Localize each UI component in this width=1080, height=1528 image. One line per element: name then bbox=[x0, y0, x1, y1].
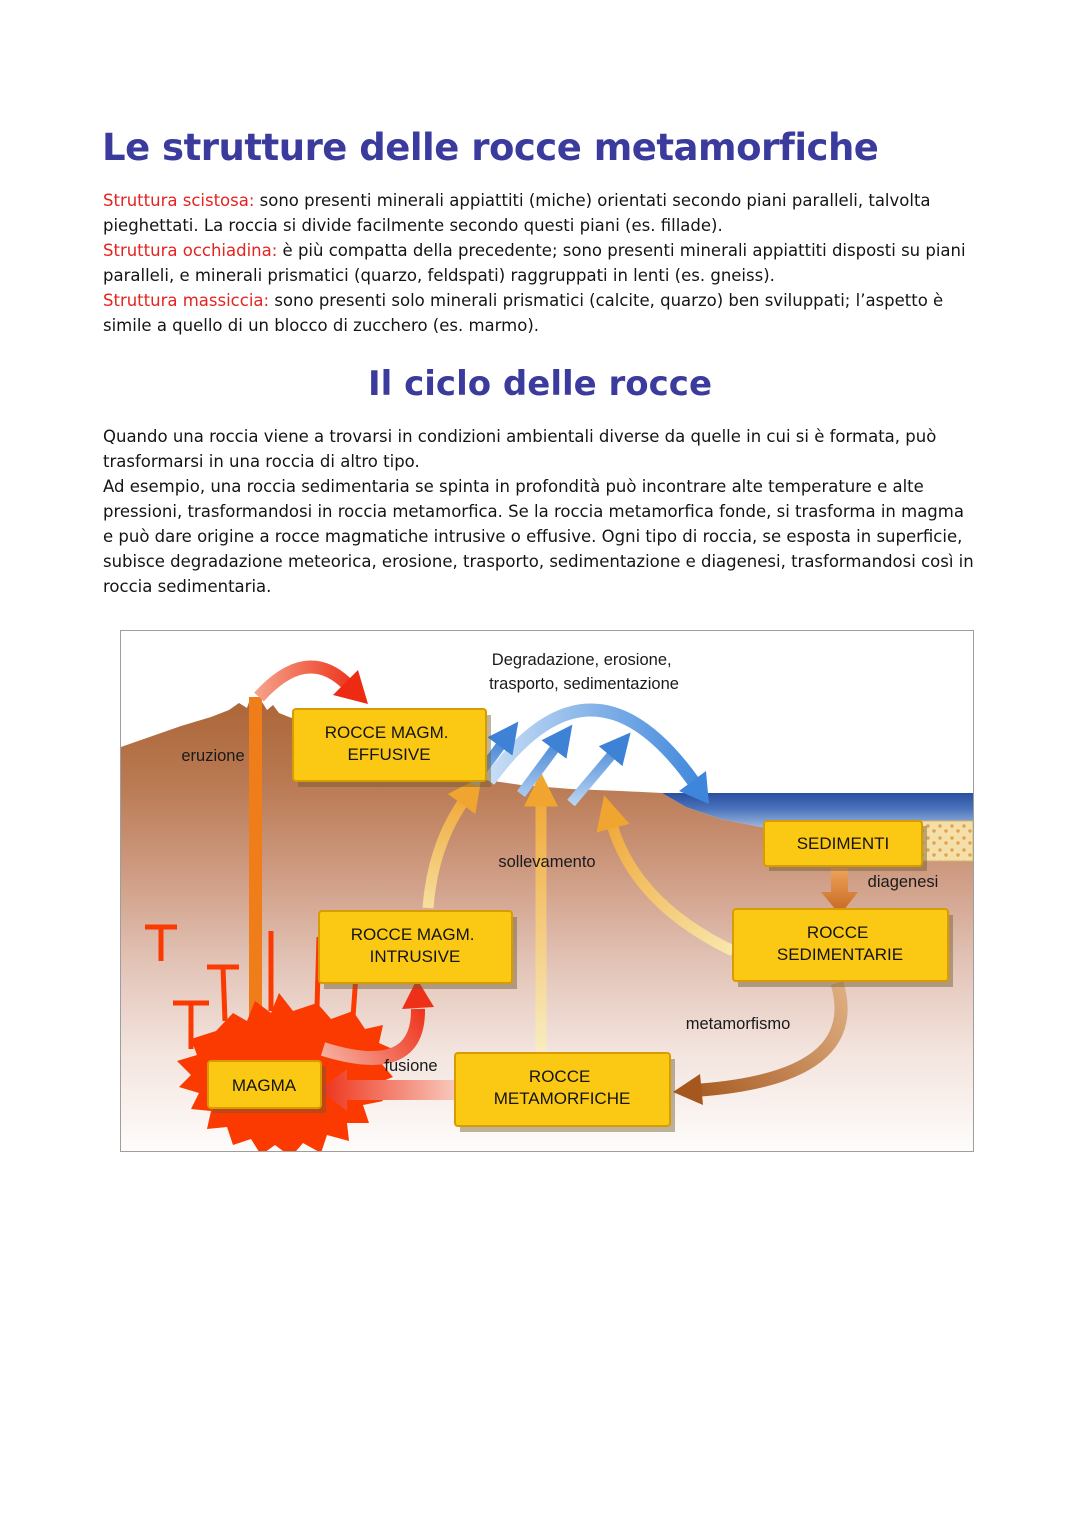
uplift-arrow-right bbox=[596, 795, 736, 956]
label-fusione: fusione bbox=[384, 1057, 437, 1075]
fusion-arrow bbox=[319, 1069, 461, 1111]
svg-text:ROCCE SEDIMENTARIE: ROCCE SEDIMENTARIE bbox=[777, 923, 903, 964]
section1-paragraphs: Struttura scistosa: sono presenti minera… bbox=[103, 188, 979, 338]
box-metamorfiche: ROCCE METAMORFICHE bbox=[454, 1052, 675, 1132]
label-sollevamento: sollevamento bbox=[498, 853, 595, 871]
box-sedimentarie: ROCCE SEDIMENTARIE bbox=[732, 908, 953, 987]
rock-cycle-svg: ROCCE MAGM. EFFUSIVE SEDIMENTI ROCCE MAG… bbox=[121, 631, 973, 1151]
label-degradazione-line2: trasporto, sedimentazione bbox=[489, 675, 679, 693]
box-magma: MAGMA bbox=[207, 1060, 326, 1113]
erosion-arc-arrowhead bbox=[679, 771, 709, 804]
erosion-small-arrow-3 bbox=[567, 732, 631, 807]
box-effusive-label-line2: EFFUSIVE bbox=[347, 745, 430, 764]
uplift-arrows bbox=[422, 772, 736, 1051]
label-diagenesi: diagenesi bbox=[868, 873, 939, 891]
label-metamorfismo: metamorfismo bbox=[686, 1015, 791, 1033]
sea bbox=[662, 793, 973, 828]
section1-title: Le strutture delle rocce metamorfiche bbox=[102, 126, 879, 169]
section2-title: Il ciclo delle rocce bbox=[367, 364, 713, 404]
diagenesis-arrow bbox=[821, 868, 858, 915]
struttura-scistosa-paragraph: Struttura scistosa: sono presenti minera… bbox=[103, 188, 979, 238]
erosion-small-arrow-2 bbox=[516, 724, 573, 797]
crystallization-arrow bbox=[320, 979, 434, 1065]
svg-text:ROCCE MAGM. EFFUSIVE: ROCCE MAGM. EFFUSIVE bbox=[325, 723, 453, 764]
section2-paragraphs: Quando una roccia viene a trovarsi in co… bbox=[103, 424, 979, 599]
label-eruzione: eruzione bbox=[181, 747, 244, 765]
svg-text:ROCCE METAMORFICHE: ROCCE METAMORFICHE bbox=[494, 1067, 631, 1108]
svg-text:SEDIMENTI: SEDIMENTI bbox=[797, 834, 890, 853]
struttura-occhiadina-text: è più compatta della precedente; sono pr… bbox=[103, 241, 966, 285]
box-sedimentarie-label-line1: ROCCE bbox=[807, 923, 868, 942]
rock-cycle-diagram: ROCCE MAGM. EFFUSIVE SEDIMENTI ROCCE MAG… bbox=[120, 630, 974, 1152]
box-intrusive-label-line2: INTRUSIVE bbox=[370, 947, 461, 966]
box-effusive-label-line1: ROCCE MAGM. bbox=[325, 723, 449, 742]
struttura-massiccia-lead: Struttura massiccia: bbox=[103, 291, 270, 310]
erosion-arrows bbox=[468, 703, 709, 807]
rock-cycle-paragraph-2: Ad esempio, una roccia sedimentaria se s… bbox=[103, 477, 974, 596]
box-magma-label: MAGMA bbox=[232, 1076, 297, 1095]
box-effusive: ROCCE MAGM. EFFUSIVE bbox=[292, 708, 491, 787]
struttura-occhiadina-paragraph: Struttura occhiadina: è più compatta del… bbox=[103, 238, 979, 288]
box-sedimenti-label: SEDIMENTI bbox=[797, 834, 890, 853]
struttura-scistosa-lead: Struttura scistosa: bbox=[103, 191, 255, 210]
box-intrusive-label-line1: ROCCE MAGM. bbox=[351, 925, 475, 944]
struttura-scistosa-text: sono presenti minerali appiattiti (miche… bbox=[103, 191, 931, 235]
svg-text:ROCCE MAGM. INTRUSIV: ROCCE MAGM. INTRUSIVE bbox=[351, 925, 479, 966]
metamorphism-arrow bbox=[673, 981, 848, 1105]
box-sedimenti: SEDIMENTI bbox=[763, 820, 927, 871]
svg-text:Degradazione, erosione,: Degradazione, erosione, trasporto, sedim… bbox=[489, 651, 679, 693]
box-metamorfiche-label-line1: ROCCE bbox=[529, 1067, 590, 1086]
eruption-arrow bbox=[254, 660, 368, 704]
box-intrusive: ROCCE MAGM. INTRUSIVE bbox=[318, 910, 517, 989]
uplift-arrow-left bbox=[422, 776, 482, 909]
box-metamorfiche-label-line2: METAMORFICHE bbox=[494, 1089, 631, 1108]
rock-cycle-paragraph-1: Quando una roccia viene a trovarsi in co… bbox=[103, 427, 937, 471]
struttura-massiccia-paragraph: Struttura massiccia: sono presenti solo … bbox=[103, 288, 979, 338]
box-sedimentarie-label-line2: SEDIMENTARIE bbox=[777, 945, 903, 964]
svg-text:MAGMA: MAGMA bbox=[232, 1076, 297, 1095]
struttura-occhiadina-lead: Struttura occhiadina: bbox=[103, 241, 278, 260]
volcano-conduit bbox=[249, 697, 262, 1037]
label-degradazione-line1: Degradazione, erosione, bbox=[492, 651, 672, 669]
struttura-massiccia-text: sono presenti solo minerali prismatici (… bbox=[103, 291, 944, 335]
